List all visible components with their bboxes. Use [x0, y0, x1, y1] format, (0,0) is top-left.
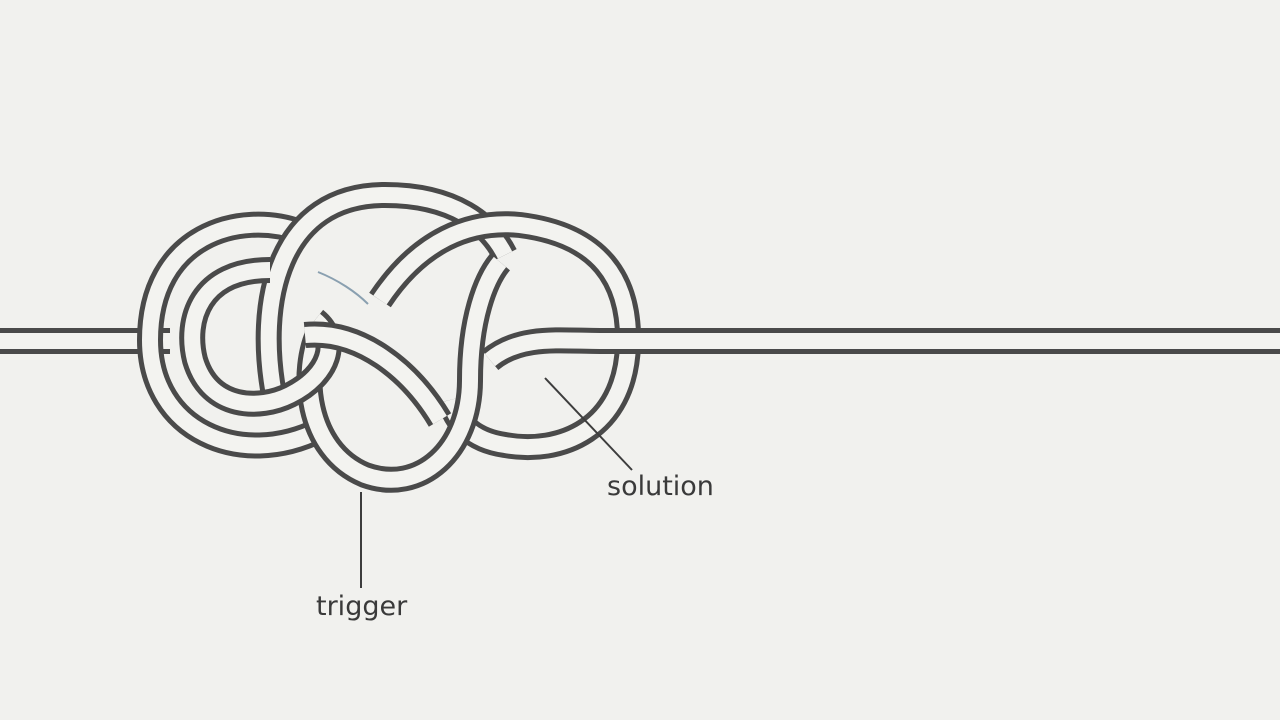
knot-bottom-loop [296, 253, 511, 493]
rope-right-end [481, 327, 1280, 371]
knot-left-loop [137, 211, 326, 459]
trigger-label: trigger [316, 591, 408, 622]
knot-right-loop [369, 211, 642, 461]
knot-center-crossing [303, 321, 452, 427]
solution-label: solution [607, 471, 714, 502]
knot-inner-left-coil [179, 257, 342, 417]
solution-leader-line [544, 377, 633, 471]
knot-accent-mark [317, 271, 369, 305]
